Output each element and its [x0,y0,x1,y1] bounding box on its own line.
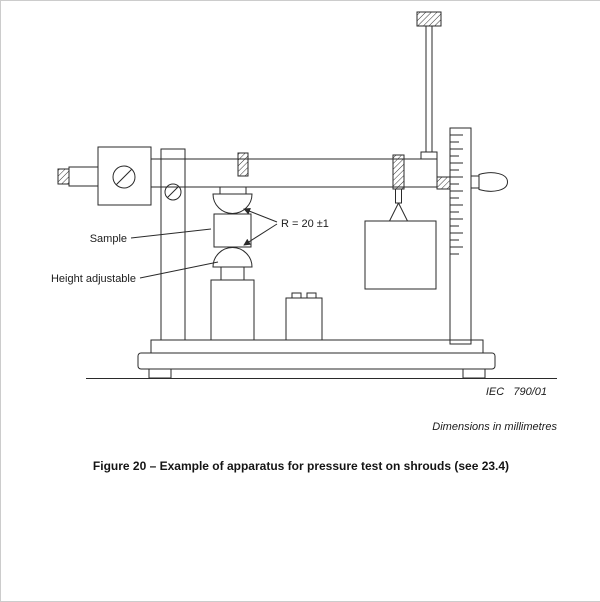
drive-knob [57,168,70,185]
radius-leader-upper [243,207,278,223]
hanger-rod [395,188,402,204]
base-upper-plate [150,339,484,354]
drive-screw-slot [116,169,132,185]
height-adjustable-leader-line [139,261,219,279]
radius-label: R = 20 ±1 [281,218,329,230]
scale-graduations [450,134,471,260]
radius-leader-lower [243,223,278,246]
sample-leader-line [130,228,212,239]
left-column-post [160,148,186,341]
height-adjustable-label: Height adjustable [51,273,136,285]
base-left-foot [148,368,172,379]
handle [470,172,509,192]
apparatus-diagram: Sample Height adjustable R = 20 ±1 IEC 7… [51,11,557,398]
adjusting-nut [420,151,438,160]
leader-lines [130,207,278,279]
left-column [160,148,186,341]
base [137,339,496,379]
beam [150,158,438,188]
support-neck [220,266,245,281]
iec-reference: IEC 790/01 [486,386,547,398]
weight [364,220,437,290]
upper-jaw-bracket [219,186,247,195]
hanger-screw [392,154,405,190]
left-drive-unit [57,146,152,206]
upper-jaw-dome [212,193,253,214]
base-right-foot [462,368,486,379]
column-bolt-slot [167,186,179,198]
handle-grip [478,172,509,192]
support-cylinder [210,279,255,341]
clamp-screw [237,152,249,177]
anvil-block [285,292,323,341]
adjusting-rod [425,25,433,153]
sample-label: Sample [90,233,127,245]
dimensions-note: Dimensions in millimetres [432,421,557,433]
column-bolt [164,183,182,201]
sample-block [213,213,252,248]
lower-jaw-dome [212,247,253,268]
weight-hanger [389,154,408,222]
upper-pressing-jaw [212,186,253,214]
scale-column [436,127,472,345]
anvil-tab-left [291,292,302,299]
anvil-body [285,297,323,341]
drive-shaft [68,166,99,187]
height-adjustable-support [210,247,255,341]
anvil-tab-right [306,292,317,299]
adjusting-knob [416,11,442,27]
hanger-bail [389,202,408,222]
scale-pointer [436,176,451,190]
drive-screw-head [112,165,136,189]
figure-caption: Figure 20 – Example of apparatus for pre… [92,459,510,473]
handle-stem [470,175,480,189]
top-adjusting-screw [416,11,442,160]
base-lower-plate [137,352,496,370]
diagram-labels: Sample Height adjustable R = 20 ±1 IEC 7… [51,218,547,398]
